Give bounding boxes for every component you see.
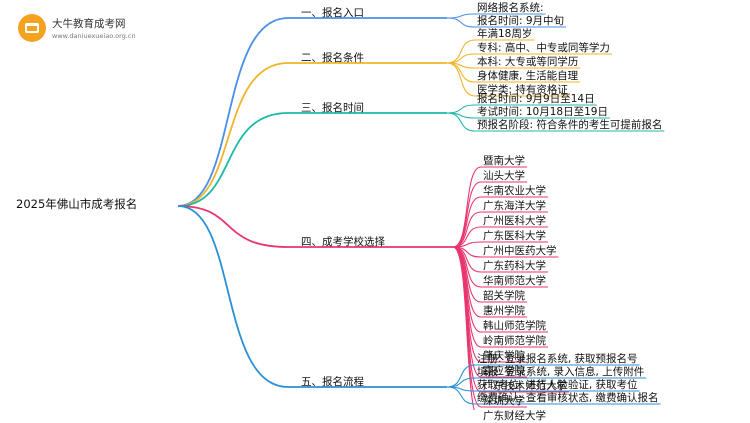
branch-4-child-16: 广东技术师范大学	[483, 380, 567, 392]
branch-4-child-17: 深圳大学	[483, 395, 525, 407]
branch-5-child-3: 获取考位: 进行人脸验证, 获取考位	[477, 379, 638, 391]
branch-4-child-7: 广州中医药大学	[483, 245, 557, 257]
branch-4-child-12: 韩山师范学院	[483, 320, 546, 332]
branch-2-child-2-curve	[446, 53, 476, 64]
branch-4-child-13: 岭南师范学院	[483, 335, 546, 347]
branch-2-child-5-curve	[446, 62, 476, 97]
branch-4-child-18-curve	[452, 246, 475, 410]
branch-3-child-1: 报名时间: 9月9日至14日	[477, 93, 595, 105]
branch-5-curve	[177, 205, 289, 388]
branch-4-child-8: 广东药科大学	[483, 260, 546, 272]
logo-url: www.daniuexueiao.org.cn	[52, 32, 136, 40]
branch-3-child-1-curve	[446, 104, 476, 114]
branch-3-child-3: 预报名阶段: 符合条件的考生可提前报名	[477, 119, 663, 131]
branch-2-curve	[177, 62, 289, 207]
branch-2-child-4: 身体健康, 生活能自理	[477, 70, 579, 82]
branch-4-child-4: 广东海洋大学	[483, 200, 546, 212]
branch-4-child-14: 肇庆学院	[483, 350, 525, 362]
branch-2-child-1: 年满18周岁	[477, 28, 533, 40]
branch-4-child-1: 暨南大学	[483, 155, 525, 167]
branch-4-child-1-curve	[452, 166, 482, 248]
root-topic: 2025年佛山市成考报名	[16, 197, 138, 211]
branch-4-child-10: 韶关学院	[483, 290, 525, 302]
branch-3-child-2: 考试时间: 10月18日至19日	[477, 106, 608, 118]
branch-4-child-9: 华南师范大学	[483, 275, 546, 287]
branch-5-label: 五、报名流程	[301, 376, 364, 388]
branch-5-child-2: 填报: 登录系统, 录入信息, 上传附件	[477, 366, 645, 378]
branch-2-child-5: 医学类: 持有资格证	[477, 84, 568, 96]
mindmap-canvas: 大牛教育成考网 www.daniuexueiao.org.cn 2025年佛山市…	[16, 2, 665, 422]
branch-1-label: 一、报名入口	[301, 7, 364, 19]
branch-1-child-2: 报名时间: 9月中旬	[477, 15, 565, 27]
branch-4-child-18: 广东财经大学	[483, 410, 546, 422]
branch-2-child-1-curve	[446, 39, 476, 64]
branch-4-label: 四、成考学校选择	[301, 236, 385, 248]
branch-4-child-3: 华南农业大学	[483, 185, 546, 197]
branch-1-child-1: 网络报名系统:	[477, 2, 544, 14]
branch-2-label: 二、报名条件	[301, 52, 364, 64]
branch-4-child-15: 嘉应学院	[483, 365, 525, 377]
branch-5-child-4: 缴费确认: 查看审核状态, 缴费确认报名	[477, 392, 659, 404]
book-logo-icon	[18, 14, 46, 42]
branch-4-child-2: 汕头大学	[483, 170, 525, 182]
branch-1-curve	[177, 17, 289, 207]
branch-3-curve	[177, 112, 289, 207]
branch-3-label: 三、报名时间	[301, 102, 364, 114]
branch-2-child-2: 专科: 高中、中专或同等学力	[477, 42, 610, 54]
branch-5-child-1: 注册: 登录报名系统, 获取预报名号	[477, 353, 638, 365]
logo-title: 大牛教育成考网	[52, 18, 126, 30]
branch-4-child-5: 广州医科大学	[483, 215, 546, 227]
branch-5-child-4-curve	[446, 386, 476, 405]
branch-3-child-3-curve	[446, 112, 476, 132]
branch-1-child-1-curve	[446, 13, 476, 19]
mindmap-connectors	[177, 13, 665, 410]
branch-4-child-11: 惠州学院	[483, 305, 525, 317]
branch-4-curve	[177, 205, 289, 248]
branch-4-child-6: 广东医科大学	[483, 230, 546, 242]
branch-1-child-2-curve	[446, 17, 476, 28]
logo: 大牛教育成考网 www.daniuexueiao.org.cn	[18, 12, 178, 46]
branch-2-child-3: 本科: 大专或等同学历	[477, 56, 579, 68]
